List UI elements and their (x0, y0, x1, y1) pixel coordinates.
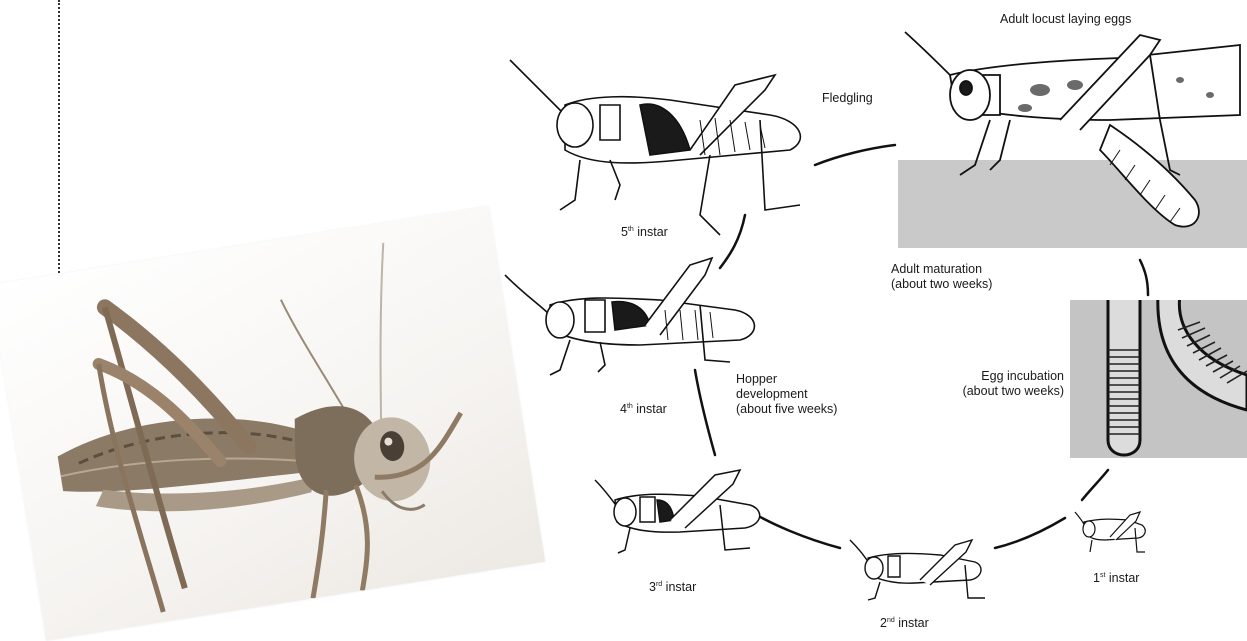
arc-5-to-4 (720, 215, 745, 268)
instar-5-drawing (510, 60, 800, 235)
arc-adult-to-egg (1140, 260, 1148, 295)
instar-1-drawing (1075, 512, 1145, 552)
arc-4-to-3 (695, 370, 715, 455)
label-adult-laying: Adult locust laying eggs (1000, 12, 1131, 27)
label-hopper-development: Hopper development (about five weeks) (736, 372, 837, 417)
label-instar-4: 4th instar (620, 399, 667, 417)
label-adult-maturation: Adult maturation (about two weeks) (891, 262, 992, 292)
instar-3-drawing (595, 470, 760, 553)
instar-4-drawing (505, 258, 754, 375)
arc-2-to-1 (995, 518, 1065, 548)
label-instar-5: 5th instar (621, 222, 668, 240)
label-instar-2: 2nd instar (880, 613, 929, 631)
label-instar-1: 1st instar (1093, 568, 1139, 586)
label-instar-3: 3rd instar (649, 577, 696, 595)
label-egg-incubation: Egg incubation (about two weeks) (942, 369, 1064, 399)
label-fledgling: Fledgling (822, 91, 873, 106)
instar-2-drawing (850, 540, 985, 600)
adult-locust-drawing (905, 32, 1240, 227)
arc-fledgling (815, 145, 895, 165)
arc-1-from-egg (1082, 470, 1108, 500)
